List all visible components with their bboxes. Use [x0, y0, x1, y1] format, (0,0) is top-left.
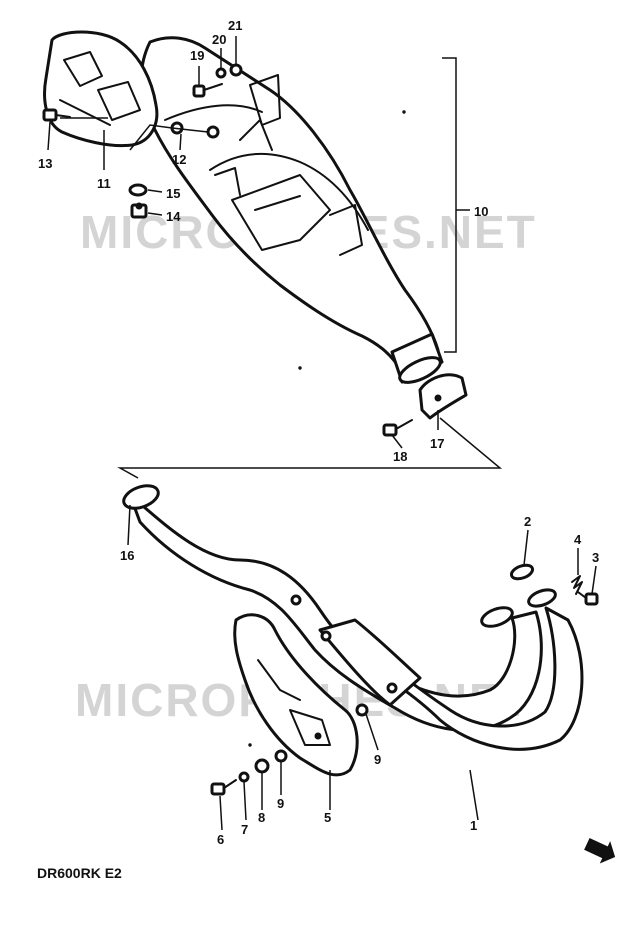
part-number-1: 1: [470, 818, 477, 833]
part-number-9a: 9: [277, 796, 284, 811]
gasket-2[interactable]: [509, 563, 535, 582]
part-number-21: 21: [228, 18, 242, 33]
part-number-11: 11: [97, 176, 111, 191]
nut-9a[interactable]: [274, 749, 288, 763]
speck: [248, 743, 252, 747]
part-number-8: 8: [258, 810, 265, 825]
callout-lines: [47, 36, 597, 831]
part-number-5: 5: [324, 810, 331, 825]
bolt-18[interactable]: [382, 419, 413, 437]
nut-15[interactable]: [128, 183, 148, 197]
part-number-10: 10: [474, 204, 488, 219]
bolt-13[interactable]: [42, 108, 71, 122]
washer-8[interactable]: [254, 758, 270, 774]
muffler[interactable]: [139, 36, 444, 388]
bolt-3[interactable]: [577, 591, 599, 606]
part-number-20: 20: [212, 32, 226, 47]
part-number-14: 14: [166, 209, 181, 224]
part-number-13: 13: [38, 156, 52, 171]
nut-21[interactable]: [229, 63, 243, 77]
part-number-19: 19: [190, 48, 204, 63]
speck: [402, 110, 406, 114]
front-arrow-icon: [584, 837, 616, 864]
washer-12b[interactable]: [206, 125, 220, 139]
spring-4[interactable]: [571, 575, 583, 595]
speck: [298, 366, 302, 370]
part-number-9b: 9: [374, 752, 381, 767]
part-number-16: 16: [120, 548, 134, 563]
part-number-12: 12: [172, 152, 186, 167]
part-number-17: 17: [430, 436, 444, 451]
nut-9b[interactable]: [355, 703, 369, 717]
diagram-code: DR600RK E2: [37, 865, 122, 881]
part-number-2: 2: [524, 514, 531, 529]
muffler-cover-plate[interactable]: [43, 30, 159, 148]
part-number-15: 15: [166, 186, 180, 201]
part-numbers: 1 2 3 4 5 6 7 8 9 9 10 11 12 13 14 15 16…: [38, 18, 599, 847]
washer-7[interactable]: [238, 771, 250, 783]
part-number-7: 7: [241, 822, 248, 837]
part-number-3: 3: [592, 550, 599, 565]
clamp-17[interactable]: [418, 373, 468, 420]
bolt-6[interactable]: [210, 779, 237, 796]
part-number-18: 18: [393, 449, 407, 464]
part-number-4: 4: [574, 532, 582, 547]
bolt-14[interactable]: [130, 202, 148, 219]
heat-shield-5[interactable]: [233, 613, 359, 777]
washer-20[interactable]: [215, 67, 227, 79]
part-number-6: 6: [217, 832, 224, 847]
washer-upper[interactable]: [386, 682, 398, 694]
